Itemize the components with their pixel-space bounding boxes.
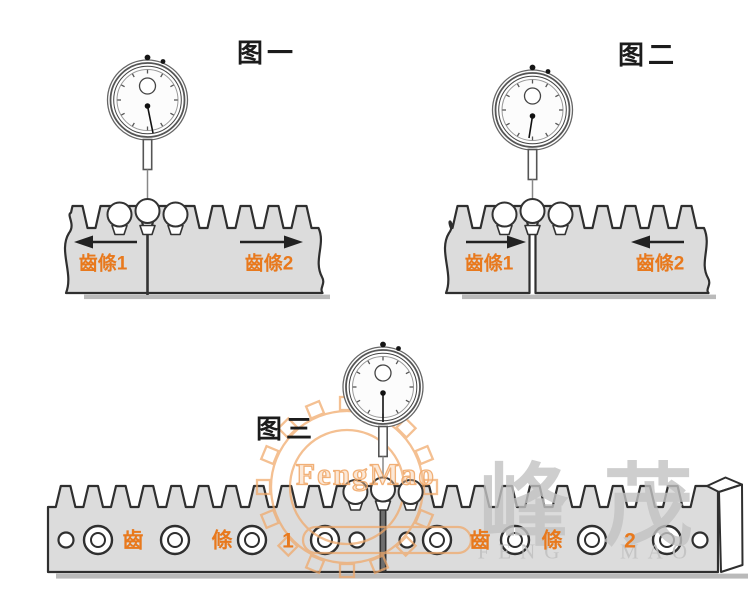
fig1-rack — [64, 204, 325, 295]
fig3-rack2-char: 條 — [541, 529, 563, 553]
mounting-hole-inner — [429, 532, 445, 548]
fig3-title: 图三 — [255, 414, 317, 444]
dial-pivot — [380, 390, 386, 396]
dial-indicator — [491, 63, 574, 214]
mounting-hole-inner — [507, 532, 523, 548]
measuring-balls — [106, 198, 574, 511]
gear-tooth — [338, 562, 356, 579]
fig3-rack1-char: 齒 — [122, 529, 144, 553]
gear-tooth — [304, 553, 326, 575]
measuring-ball — [397, 479, 424, 505]
cjk-watermark-right: 茂 — [603, 458, 693, 557]
fig3-rack2-char: 齒 — [469, 529, 491, 553]
fig2-rack2-label: 齒條2 — [635, 253, 685, 275]
ribbon-watermark — [301, 525, 473, 555]
mounting-hole-small — [57, 531, 75, 549]
dial-indicator — [106, 53, 189, 204]
rack-shadow — [462, 294, 716, 300]
measuring-ball — [342, 479, 369, 505]
gear-tooth — [276, 416, 300, 440]
mounting-holes — [57, 524, 709, 556]
ball-seat — [524, 224, 541, 236]
arrow-right-icon — [240, 235, 303, 249]
gear-tooth — [304, 399, 326, 421]
fig3-rack1-char: 1 — [282, 529, 294, 553]
measuring-ball — [547, 201, 574, 228]
gear-tooth — [259, 508, 281, 530]
arrow-right-icon — [466, 235, 526, 249]
measuring-ball — [134, 198, 161, 224]
mounting-hole-inner — [244, 532, 260, 548]
dial-pivot — [144, 103, 151, 109]
rack-shadow — [84, 294, 330, 300]
arrow-left-icon — [74, 235, 137, 249]
fig3-rack1-char: 條 — [211, 529, 233, 553]
measuring-ball — [162, 201, 189, 228]
fig2-rack-right — [534, 204, 711, 295]
gear-tooth — [413, 444, 435, 466]
mounting-hole-small — [348, 531, 366, 549]
mounting-hole-inner — [90, 532, 106, 548]
fig2-rack-left — [444, 204, 531, 295]
fig3-rack2-char: 2 — [624, 529, 636, 553]
fig2-rack1-label: 齒條1 — [464, 253, 514, 275]
gear-tooth — [276, 534, 300, 558]
dial-needle — [146, 105, 154, 134]
ball-seat — [139, 224, 156, 236]
measuring-ball — [519, 198, 546, 224]
mounting-hole-small — [691, 531, 709, 549]
gear-tooth — [394, 534, 418, 558]
latin-watermark-left: FENG — [477, 539, 569, 564]
mounting-hole-inner — [584, 532, 600, 548]
mounting-hole-inner — [167, 532, 183, 548]
dial-needle — [528, 115, 534, 139]
rack-end-cap-side — [718, 483, 744, 573]
measuring-ball — [106, 201, 133, 228]
rack-shadow — [56, 573, 748, 579]
cjk-watermark-left: 峰 — [479, 458, 569, 557]
dial-pivot — [529, 113, 536, 119]
fig1-rack1-label: 齒條1 — [78, 253, 128, 275]
arrow-left-icon — [631, 235, 684, 249]
measuring-ball — [491, 201, 518, 228]
fig1-title: 图一 — [236, 38, 298, 68]
fengmao-logo-watermark: FengMao — [295, 456, 436, 492]
latin-watermark-right: MAO — [619, 539, 697, 564]
gear-tooth — [422, 478, 439, 496]
fig1-rack2-label: 齒條2 — [244, 253, 294, 275]
gear-tooth — [413, 508, 435, 530]
measuring-ball — [370, 476, 396, 503]
gear-tooth — [255, 478, 272, 496]
mounting-hole-inner — [659, 532, 675, 548]
gear-tooth — [259, 444, 281, 466]
fig2-title: 图二 — [617, 40, 679, 70]
gear-tooth — [368, 553, 390, 575]
